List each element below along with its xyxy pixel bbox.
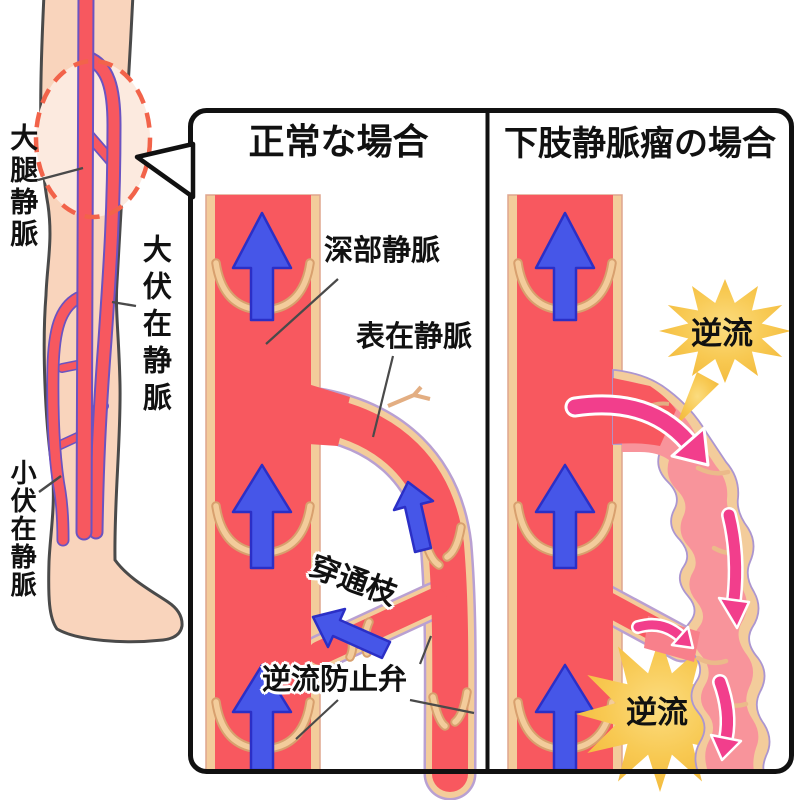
leg-veins <box>46 0 122 547</box>
venous-valves <box>513 258 617 753</box>
starburst-tail <box>676 372 719 426</box>
great-saphenous-label: 大伏在静脈 <box>138 234 171 419</box>
leg-illustration <box>33 0 184 644</box>
vein-twig <box>387 385 431 408</box>
superficial-vein-label: 表在静脈 <box>356 321 473 353</box>
blood-flow-arrows-up <box>231 211 435 772</box>
leg-pointer-lines <box>37 166 137 493</box>
femoral-vein-label: 大腿静脈 <box>7 123 39 251</box>
small-saphenous-label: 小伏在静脈 <box>7 459 38 599</box>
reflux-arrows <box>564 394 751 762</box>
normal-panel <box>205 194 477 800</box>
reflux-starburst-bottom <box>576 636 744 792</box>
label-pointer-lines <box>265 278 475 740</box>
blood-flow-arrows-up <box>534 211 596 772</box>
reflux-top-label: 逆流 <box>691 316 753 351</box>
comparison-box <box>134 108 794 800</box>
zoom-callout-pointer <box>134 141 196 200</box>
reflux-bottom-label: 逆流 <box>626 695 688 730</box>
valve-label: 逆流防止弁 <box>262 664 408 696</box>
deep-vein-label: 深部静脈 <box>324 235 441 267</box>
highlight-dashed-circle <box>33 58 153 220</box>
reflux-starburst-top <box>659 279 791 383</box>
superficial-flow-arrow <box>392 480 435 554</box>
vein-junction <box>308 384 350 446</box>
varicose-panel-title: 下肢静脈瘤の場合 <box>504 125 776 163</box>
box-border <box>188 108 794 774</box>
varicose-panel <box>507 194 791 792</box>
varicose-vein <box>622 380 759 772</box>
normal-panel-title: 正常な場合 <box>248 121 429 162</box>
perforator-flow-arrow <box>311 607 392 660</box>
